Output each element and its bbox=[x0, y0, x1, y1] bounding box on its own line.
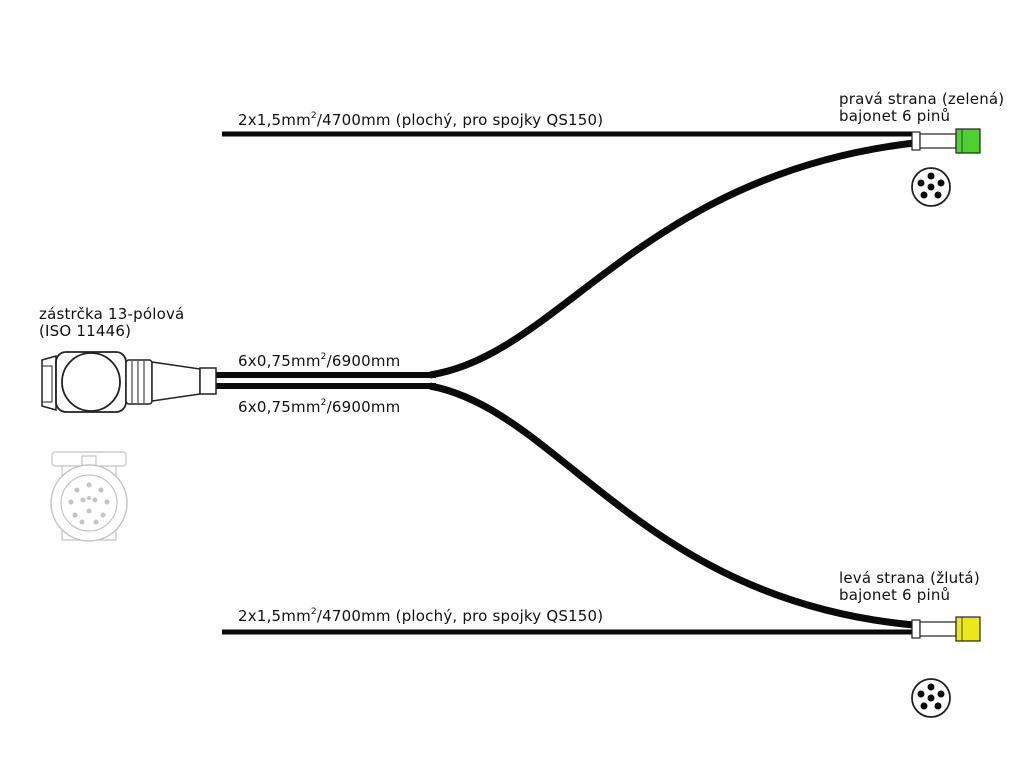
left-connector-label-line1: levá strana (žlutá) bbox=[839, 569, 980, 587]
branch-to-right-side bbox=[429, 139, 915, 379]
left-6-pin-front-icon bbox=[911, 678, 951, 718]
main-cable-lower-label: 6x0,75mm2/6900mm bbox=[238, 398, 401, 416]
plug-label-line2: (ISO 11446) bbox=[39, 322, 132, 340]
plug-13-pin-side-view bbox=[41, 351, 217, 413]
branch-to-left-side bbox=[429, 382, 915, 629]
right-green-bayonet-connector bbox=[911, 128, 981, 154]
right-connector-label-line1: pravá strana (zelená) bbox=[839, 90, 1005, 108]
main-cable-upper-label: 6x0,75mm2/6900mm bbox=[238, 352, 401, 370]
flat-cable-bottom-label: 2x1,5mm2/4700mm (plochý, pro spojky QS15… bbox=[238, 607, 604, 625]
plug-label-line1: zástrčka 13-pólová bbox=[39, 305, 185, 323]
left-yellow-bayonet-connector bbox=[911, 616, 981, 642]
right-connector-label-line2: bajonet 6 pinů bbox=[839, 107, 951, 125]
plug-13-pin-front-view-icon bbox=[50, 451, 128, 542]
right-6-pin-front-icon bbox=[911, 167, 951, 207]
left-connector-label-line2: bajonet 6 pinů bbox=[839, 586, 951, 604]
flat-cable-top-label: 2x1,5mm2/4700mm (plochý, pro spojky QS15… bbox=[238, 111, 604, 129]
